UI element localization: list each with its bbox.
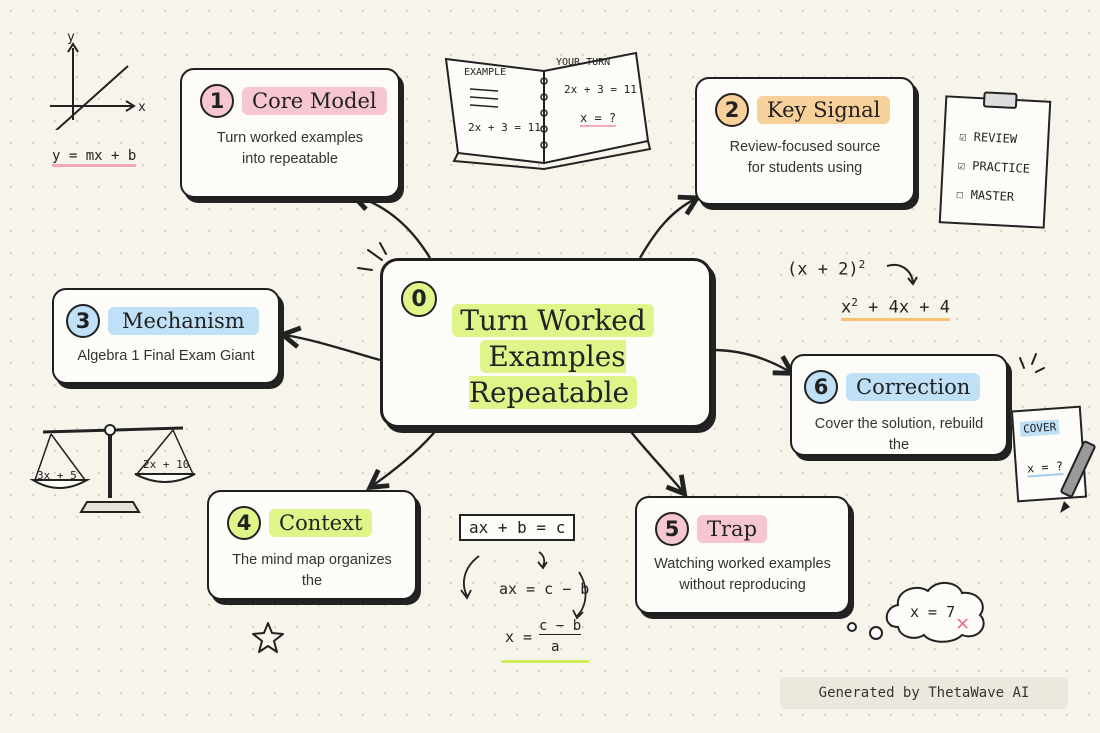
balance-scale-icon bbox=[29, 424, 196, 513]
checklist-doodle: ☑ REVIEW ☑ PRACTICE ☐ MASTER bbox=[938, 91, 1052, 229]
node-mechanism[interactable]: 3 Mechanism Algebra 1 Final Exam Giant bbox=[52, 288, 280, 384]
book-doodle: EXAMPLE 2x + 3 = 11 YOUR TURN 2x + 3 = 1… bbox=[440, 45, 655, 170]
connector-6 bbox=[711, 348, 790, 372]
node-5-number: 5 bbox=[655, 512, 689, 546]
graph-doodle: y x y = mx + b bbox=[40, 30, 150, 180]
node-6-desc-line1: Cover the solution, rebuild the bbox=[814, 416, 984, 453]
book-right-title: YOUR TURN bbox=[556, 57, 611, 68]
square-bottom: x2 + 4x + 4 bbox=[841, 296, 950, 321]
node-key-signal[interactable]: 2 Key Signal Review-focused source for s… bbox=[695, 77, 915, 205]
checklist-item-review: ☑ REVIEW bbox=[958, 129, 1018, 147]
scale-right-label: 2x + 10 bbox=[143, 458, 190, 471]
emphasis-marks bbox=[357, 242, 387, 271]
connector-1 bbox=[355, 196, 432, 259]
graph-axes-icon bbox=[50, 42, 136, 135]
central-title-line2: Examples Repeatable bbox=[468, 340, 638, 409]
checklist-item-master: ☐ MASTER bbox=[955, 187, 1015, 205]
node-3-title: Mechanism bbox=[108, 307, 259, 335]
expand-arrow-icon bbox=[886, 264, 918, 286]
solve-step-3-lhs: x = bbox=[505, 628, 533, 646]
thought-bubble-icon bbox=[847, 582, 985, 643]
central-title: Turn Worked Examples Repeatable bbox=[413, 303, 693, 411]
scale-doodle: 3x + 5 2x + 10 bbox=[25, 418, 205, 523]
cover-title: COVER bbox=[1019, 419, 1060, 437]
node-1-desc-line2: into repeatable bbox=[242, 151, 338, 167]
clip-icon bbox=[982, 91, 1018, 110]
node-3-number: 3 bbox=[66, 304, 100, 338]
book-left-title: EXAMPLE bbox=[464, 67, 507, 78]
node-5-title: Trap bbox=[697, 515, 768, 543]
solve-steps-doodle: ax + b = c ax = c − b x = c − b a bbox=[455, 508, 605, 668]
graph-y-label: y bbox=[67, 30, 75, 45]
checklist-item-practice: ☑ PRACTICE bbox=[957, 158, 1031, 176]
connector-2 bbox=[638, 199, 695, 259]
scale-left-label: 3x + 5 bbox=[37, 469, 77, 482]
node-context[interactable]: 4 Context The mind map organizes the bbox=[207, 490, 417, 600]
pencil-icon bbox=[1060, 440, 1096, 513]
node-3-desc-line1: Algebra 1 Final Exam Giant bbox=[77, 348, 255, 364]
book-right-equation: 2x + 3 = 11 bbox=[564, 83, 637, 96]
star-icon bbox=[252, 622, 284, 653]
node-2-title: Key Signal bbox=[757, 96, 891, 124]
square-top: (x + 2)2 bbox=[787, 258, 866, 280]
sparkle-marks bbox=[1019, 353, 1045, 373]
central-node[interactable]: 0 Turn Worked Examples Repeatable bbox=[380, 258, 712, 428]
thought-bubble-doodle: x = 7 ✕ bbox=[838, 575, 1003, 645]
node-5-desc-line2: without reproducing bbox=[679, 577, 806, 593]
solve-step-2: ax = c − b bbox=[499, 580, 590, 598]
node-4-number: 4 bbox=[227, 506, 261, 540]
node-6-number: 6 bbox=[804, 370, 838, 404]
solve-step-3-num: c − b bbox=[539, 618, 582, 635]
book-left-equation: 2x + 3 = 11 bbox=[468, 121, 541, 134]
watermark: Generated by ThetaWave AI bbox=[780, 677, 1068, 709]
node-4-desc-line1: The mind map organizes the bbox=[232, 552, 392, 589]
connector-4 bbox=[372, 427, 439, 486]
node-1-title: Core Model bbox=[242, 87, 387, 115]
node-6-title: Correction bbox=[846, 373, 981, 401]
connector-3 bbox=[285, 335, 381, 362]
node-2-desc-line2: for students using bbox=[747, 160, 863, 176]
node-trap[interactable]: 5 Trap Watching worked examples without … bbox=[635, 496, 850, 614]
solve-arrows-icon bbox=[460, 551, 587, 620]
node-core-model[interactable]: 1 Core Model Turn worked examples into r… bbox=[180, 68, 400, 198]
graph-x-label: x bbox=[138, 100, 146, 115]
line-equation: y = mx + b bbox=[52, 148, 137, 167]
node-5-desc-line1: Watching worked examples bbox=[654, 556, 831, 572]
node-correction[interactable]: 6 Correction Cover the solution, rebuild… bbox=[790, 354, 1008, 456]
square-expansion-doodle: (x + 2)2 x2 + 4x + 4 bbox=[785, 252, 965, 332]
thought-equation: x = 7 bbox=[910, 603, 956, 621]
node-4-title: Context bbox=[269, 509, 373, 537]
node-1-desc-line1: Turn worked examples bbox=[216, 130, 364, 146]
node-2-desc-line1: Review-focused source bbox=[729, 139, 881, 155]
central-number: 0 bbox=[401, 281, 437, 317]
node-1-number: 1 bbox=[200, 84, 234, 118]
central-title-line1: Turn Worked bbox=[452, 304, 654, 337]
wrong-mark-icon: ✕ bbox=[956, 611, 970, 636]
node-2-number: 2 bbox=[715, 93, 749, 127]
book-right-answer: x = ? bbox=[580, 111, 617, 127]
connector-5 bbox=[627, 427, 683, 492]
solve-highlight bbox=[501, 660, 589, 663]
solve-step-1: ax + b = c bbox=[459, 514, 576, 541]
solve-step-3-den: a bbox=[551, 639, 560, 655]
book-icon bbox=[444, 51, 652, 170]
